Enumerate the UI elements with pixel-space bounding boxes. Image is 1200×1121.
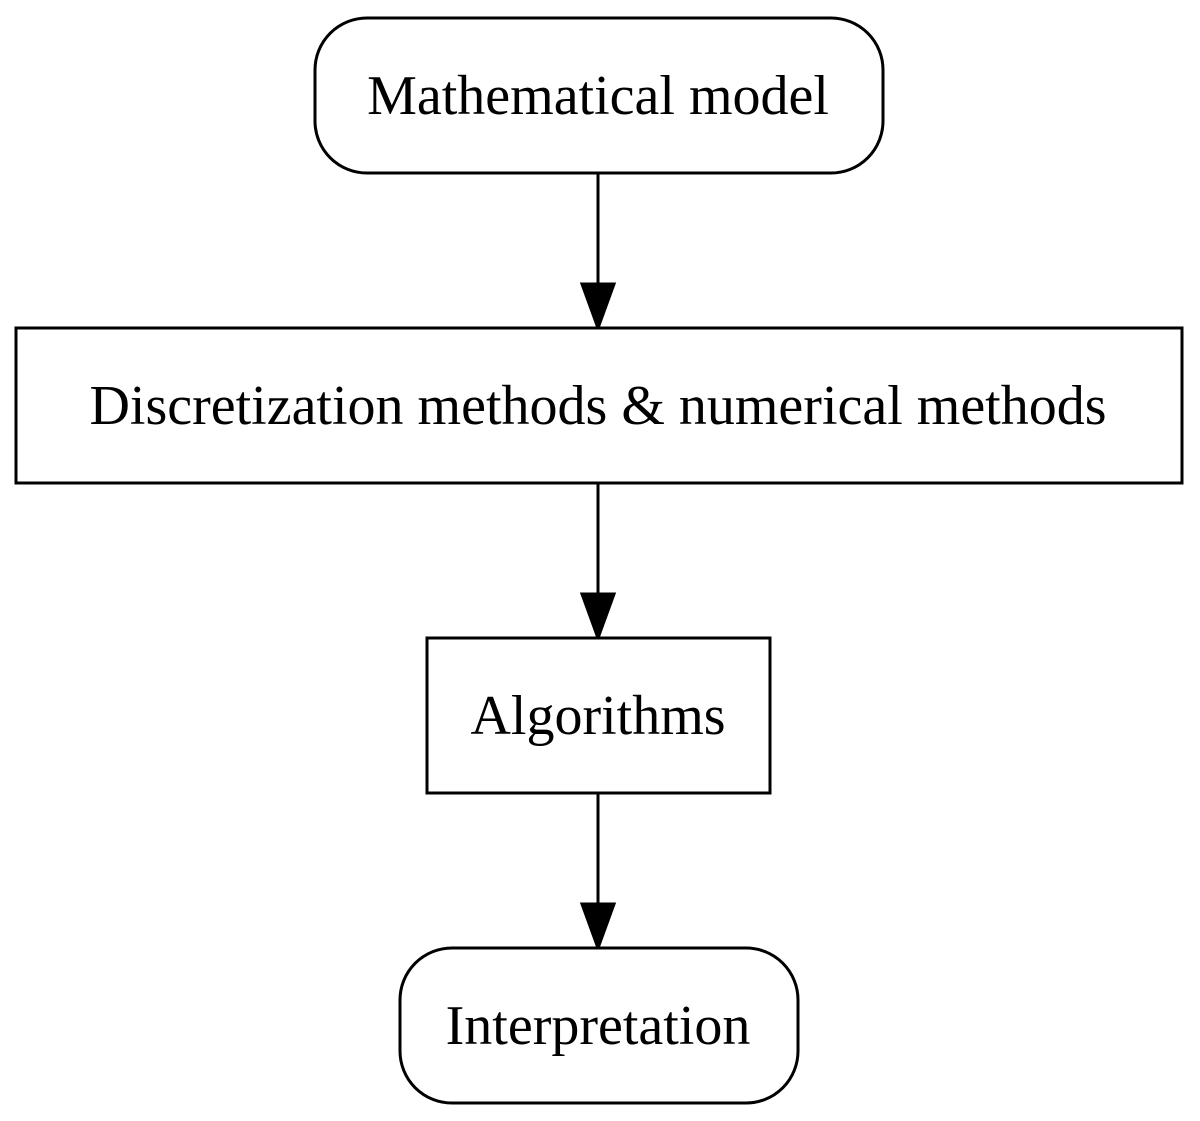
- arrowhead-icon: [579, 902, 617, 953]
- node-mathematical-model-shape: [313, 16, 885, 175]
- edge-model-to-discretization: [579, 173, 617, 333]
- node-algorithms-label: Algorithms: [470, 685, 725, 747]
- node-interpretation-label: Interpretation: [446, 995, 751, 1057]
- node-discretization-methods-label: Discretization methods & numerical metho…: [89, 375, 1106, 437]
- arrowhead-icon: [579, 282, 617, 333]
- node-interpretation: Interpretation: [398, 946, 800, 1105]
- node-discretization-methods: Discretization methods & numerical metho…: [14, 326, 1184, 485]
- node-mathematical-model: Mathematical model: [313, 16, 885, 175]
- node-algorithms-shape: [425, 636, 772, 795]
- node-algorithms: Algorithms: [425, 636, 772, 795]
- edge-algorithms-to-interpretation: [579, 793, 617, 953]
- node-mathematical-model-label: Mathematical model: [367, 65, 829, 127]
- node-discretization-methods-shape: [14, 326, 1184, 485]
- edge-discretization-to-algorithms: [579, 483, 617, 643]
- node-interpretation-shape: [398, 946, 800, 1105]
- arrowhead-icon: [579, 592, 617, 643]
